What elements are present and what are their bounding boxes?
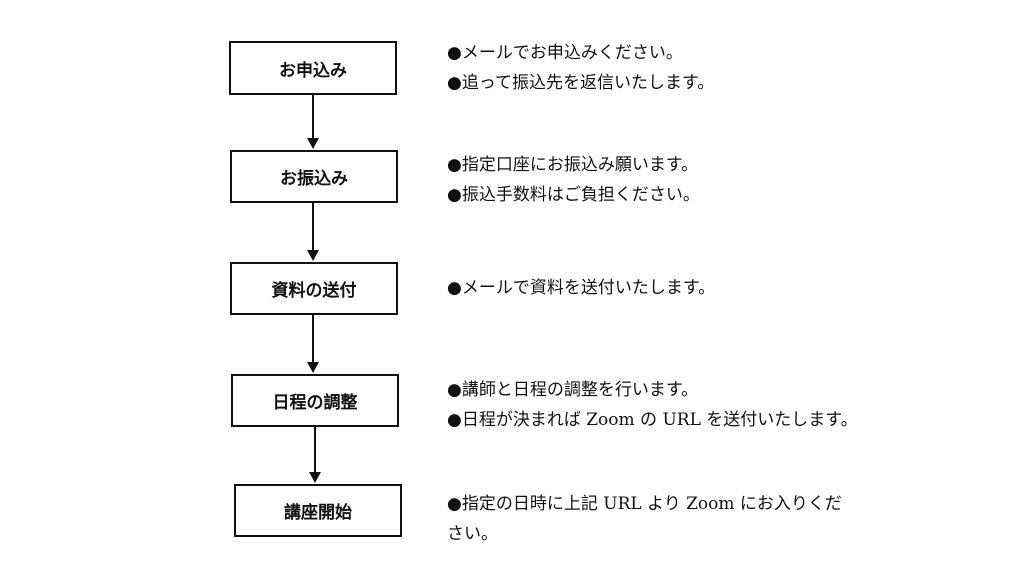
notes-materials: ●メールで資料を送付いたします。 xyxy=(447,273,715,303)
note-line: ●講師と日程の調整を行います。 xyxy=(447,380,699,400)
notes-schedule: ●講師と日程の調整を行います。 ●日程が決まれば Zoom の URL を送付い… xyxy=(447,375,858,435)
connector-line-3 xyxy=(312,315,314,362)
step-label-schedule: 日程の調整 xyxy=(272,393,358,413)
note-line: ●メールで資料を送付いたします。 xyxy=(447,278,716,298)
arrow-down-icon xyxy=(307,250,319,261)
note-line: ●指定の日時に上記 URL より Zoom にお入りくだ xyxy=(447,494,842,514)
step-label-materials: 資料の送付 xyxy=(271,281,357,301)
step-box-apply: お申込み xyxy=(229,41,397,95)
connector-line-1 xyxy=(312,95,314,138)
step-label-apply: お申込み xyxy=(279,60,347,81)
notes-apply: ●メールでお申込みください。 ●追って振込先を返信いたします。 xyxy=(447,38,714,98)
connector-line-2 xyxy=(312,203,314,250)
step-box-materials: 資料の送付 xyxy=(230,262,398,315)
step-box-transfer: お振込み xyxy=(230,150,398,203)
arrow-down-icon xyxy=(307,362,319,373)
note-line: ●追って振込先を返信いたします。 xyxy=(447,73,715,93)
step-label-transfer: お振込み xyxy=(280,169,348,189)
connector-line-4 xyxy=(314,427,316,472)
note-line: ●指定口座にお振込み願います。 xyxy=(447,155,699,175)
step-label-course-start: 講座開始 xyxy=(284,503,352,523)
step-box-course-start: 講座開始 xyxy=(234,484,402,537)
arrow-down-icon xyxy=(307,138,319,149)
step-box-schedule: 日程の調整 xyxy=(231,374,399,427)
note-line: ●振込手数料はご負担ください。 xyxy=(447,185,700,205)
note-line: ●日程が決まれば Zoom の URL を送付いたします。 xyxy=(447,410,858,430)
arrow-down-icon xyxy=(309,472,321,483)
notes-course-start: ●指定の日時に上記 URL より Zoom にお入りくだ さい。 xyxy=(447,489,842,549)
notes-transfer: ●指定口座にお振込み願います。 ●振込手数料はご負担ください。 xyxy=(447,150,700,210)
note-line: ●メールでお申込みください。 xyxy=(447,43,683,63)
note-line: さい。 xyxy=(447,524,498,544)
